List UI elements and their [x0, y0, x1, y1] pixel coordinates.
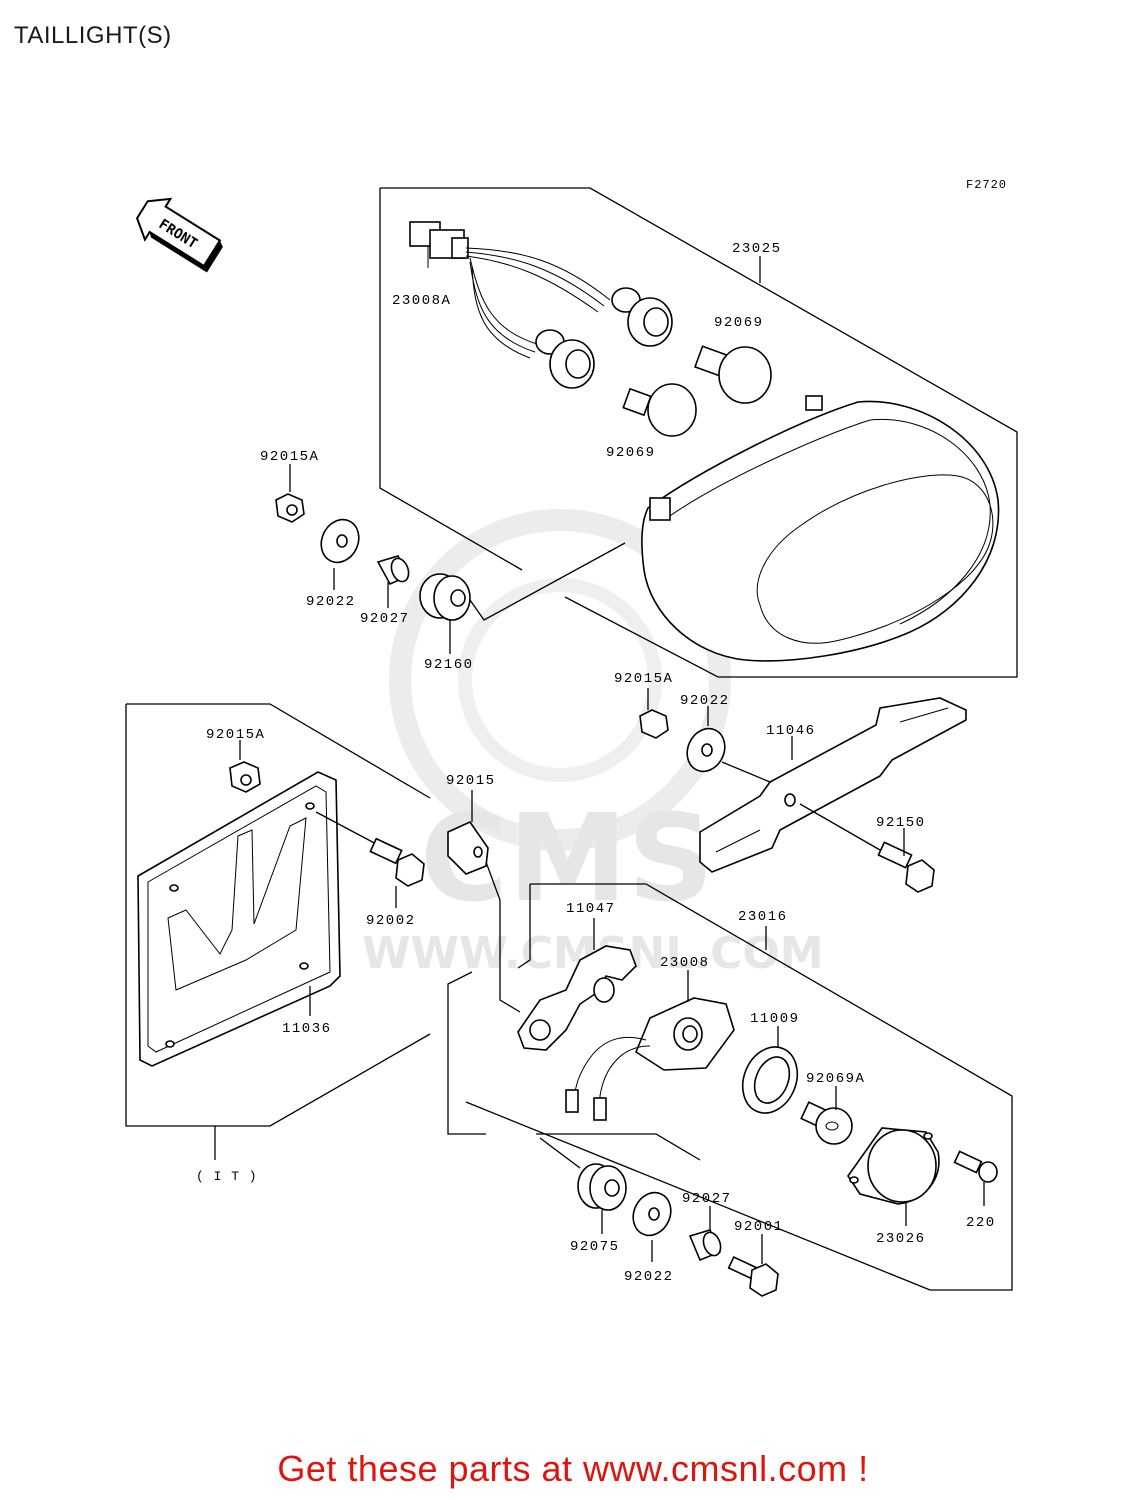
front-arrow-icon: FRONT: [135, 197, 223, 273]
part-label-23026: 23026: [876, 1231, 926, 1247]
part-label-92150: 92150: [876, 815, 926, 831]
part-label-92001: 92001: [734, 1219, 784, 1235]
watermark: CMS WWW.CMSNL.COM: [362, 509, 824, 979]
part-label-92015a-top: 92015A: [260, 449, 319, 465]
part-label-11009: 11009: [750, 1011, 800, 1027]
part-label-92160: 92160: [424, 657, 474, 673]
part-label-92002: 92002: [366, 913, 416, 929]
promo-link[interactable]: Get these parts at www.cmsnl.com !: [277, 1448, 869, 1489]
bulb-socket-lower: [535, 329, 595, 389]
part-label-92015a-left: 92015A: [206, 727, 265, 743]
bulb-upper-92069: [693, 345, 772, 404]
bracket-11046: 92015A 92022 11046 92150: [614, 671, 967, 893]
part-label-220: 220: [966, 1215, 996, 1231]
part-label-92027-top: 92027: [360, 611, 410, 627]
part-label-92069a: 92069A: [806, 1071, 865, 1087]
connector-23008a: [409, 221, 611, 359]
part-label-92022-bottom: 92022: [624, 1269, 674, 1285]
part-label-92022-top: 92022: [306, 594, 356, 610]
part-label-92075: 92075: [570, 1239, 620, 1255]
part-label-92015a-mid: 92015A: [614, 671, 673, 687]
part-label-11047: 11047: [566, 901, 616, 917]
bulb-socket-upper: [611, 287, 673, 347]
part-label-23008: 23008: [660, 955, 710, 971]
part-label-23025: 23025: [732, 241, 782, 257]
part-label-11046: 11046: [766, 723, 816, 739]
bulb-lower-92069: [622, 383, 697, 437]
part-label-92015: 92015: [446, 773, 496, 789]
taillight-assembly-group: 23025 23008A 92069 92069: [379, 187, 1018, 678]
part-label-92069-bottom: 92069: [606, 445, 656, 461]
part-label-92027-bottom: 92027: [682, 1191, 732, 1207]
license-light-group: 11047 23016 23008 11009 92069A 23026 220…: [447, 883, 1013, 1297]
part-label-11036: 11036: [282, 1021, 332, 1037]
part-label-92069-top: 92069: [714, 315, 764, 331]
part-label-92022-mid: 92022: [680, 693, 730, 709]
taillight-lens: [641, 395, 1000, 662]
license-plate-group: ( I T ) 92015A 92002 11036: [125, 703, 431, 1184]
figure-code: F2720: [966, 178, 1008, 192]
mounting-hardware: 92015A 92022 92027 92160: [260, 449, 474, 673]
page-title: TAILLIGHT(S): [14, 22, 172, 49]
part-label-23008a: 23008A: [392, 293, 451, 309]
clip-92015: 92015: [446, 773, 521, 1013]
group-note: ( I T ): [196, 1169, 258, 1184]
part-label-23016: 23016: [738, 909, 788, 925]
